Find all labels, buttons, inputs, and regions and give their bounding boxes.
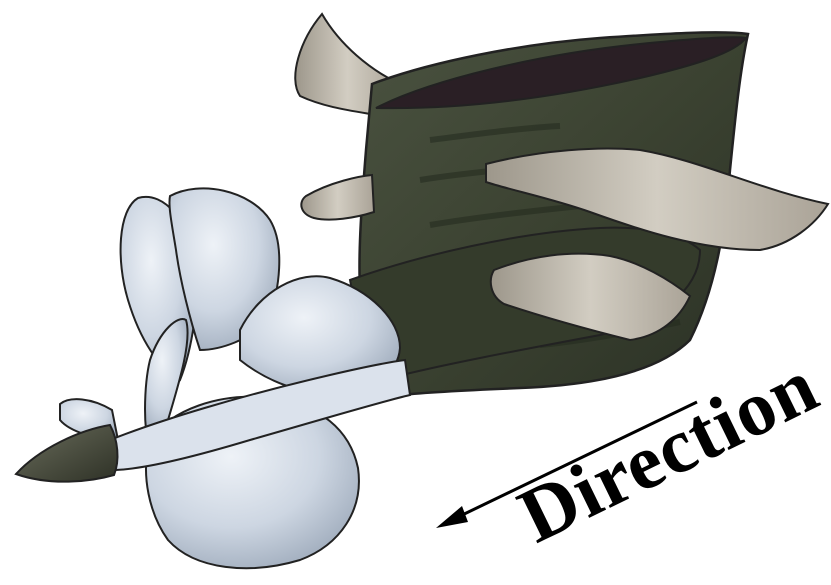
propeller-hub-cone bbox=[16, 425, 117, 482]
middle-left-fin bbox=[301, 175, 374, 220]
arrow-head-icon bbox=[436, 506, 468, 528]
